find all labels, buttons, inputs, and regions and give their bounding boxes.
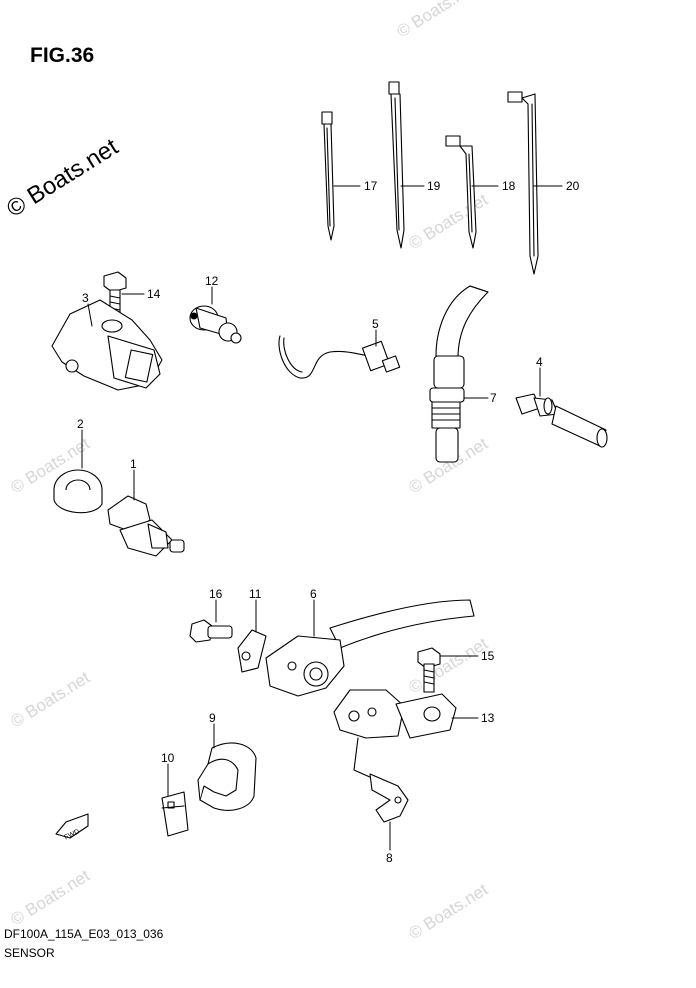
- callout-6: 6: [310, 587, 317, 601]
- callout-3: 3: [82, 291, 89, 305]
- callout-5: 5: [372, 317, 379, 331]
- clamp-9: [197, 742, 257, 811]
- bracket-8: [369, 773, 409, 823]
- callout-19: 19: [427, 179, 441, 193]
- callout-8: 8: [386, 851, 393, 865]
- callout-11: 11: [249, 587, 262, 601]
- bolt-14: [103, 271, 127, 323]
- fwd-arrow-icon: [55, 813, 89, 839]
- callout-4: 4: [536, 355, 543, 369]
- figure-code: DF100A_115A_E03_013_036: [4, 927, 164, 941]
- callout-14: 14: [147, 287, 161, 301]
- position-sensor-6: [265, 599, 475, 697]
- grommet-2: [53, 469, 103, 514]
- callout-18: 18: [502, 179, 516, 193]
- temperature-sensor-7: [429, 285, 489, 463]
- sensor-bracket-13: [333, 689, 457, 739]
- cable-tie-18: [445, 135, 477, 249]
- sensor-1: [107, 495, 185, 557]
- callout-7: 7: [490, 391, 497, 405]
- callout-9: 9: [209, 711, 216, 725]
- sensor-5: [278, 335, 401, 379]
- callout-15: 15: [481, 649, 495, 663]
- callout-1: 1: [130, 457, 137, 471]
- cable-tie-19: [388, 81, 405, 249]
- plate-10: [161, 791, 189, 837]
- cable-tie-20: [507, 91, 539, 275]
- callout-16: 16: [209, 587, 223, 601]
- map-sensor-3: [51, 299, 163, 391]
- sensor-4: [515, 393, 608, 448]
- bracket-11: [237, 629, 267, 673]
- callout-10: 10: [161, 751, 175, 765]
- callout-17: 17: [364, 179, 378, 193]
- callout-13: 13: [481, 711, 495, 725]
- cable-tie-17: [321, 111, 335, 241]
- callout-12: 12: [205, 274, 219, 288]
- switch-12: [189, 305, 242, 344]
- callout-2: 2: [77, 417, 84, 431]
- bolt-16: [189, 619, 233, 643]
- figure-title: FIG.36: [30, 44, 95, 67]
- bolt-15: [417, 647, 441, 693]
- figure-name: SENSOR: [4, 946, 55, 960]
- callout-20: 20: [566, 179, 580, 193]
